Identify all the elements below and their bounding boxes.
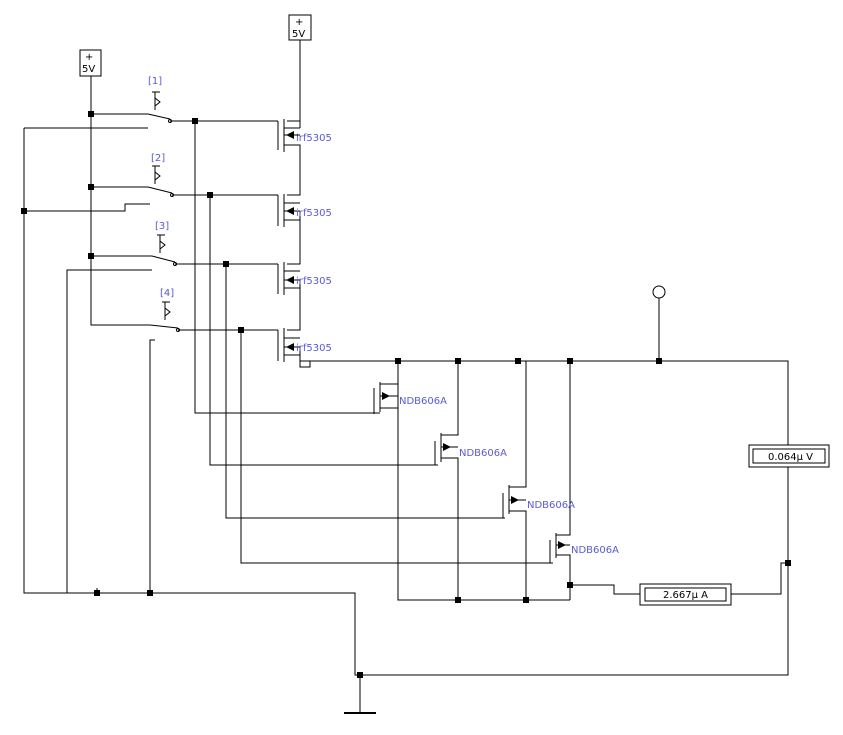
nmos-arrow-icon bbox=[443, 443, 451, 451]
pmos-1-label: irf5305 bbox=[296, 133, 332, 144]
switch-4-label: [4] bbox=[160, 288, 174, 299]
dc-source-top: + 5V bbox=[288, 14, 312, 41]
switch-1[interactable] bbox=[147, 91, 172, 123]
switch-1-label: [1] bbox=[148, 76, 162, 87]
pmos-4-label: irf5305 bbox=[296, 343, 332, 354]
ammeter[interactable]: 2.667μ A bbox=[639, 583, 732, 606]
nmos-arrow-icon bbox=[511, 496, 519, 504]
switch-3-label: [3] bbox=[155, 221, 169, 232]
pmos-arrow-icon bbox=[286, 276, 294, 284]
switch-3[interactable] bbox=[151, 234, 177, 266]
pmos-arrow-icon bbox=[286, 343, 294, 351]
pmos-arrow-icon bbox=[286, 207, 294, 215]
nmos-2-label: NDB606A bbox=[459, 448, 507, 459]
ammeter-reading: 2.667μ A bbox=[663, 590, 708, 601]
nmos-3-label: NDB606A bbox=[527, 500, 575, 511]
source-plus-sign: + bbox=[85, 52, 93, 63]
pmos-transistor-3 bbox=[277, 262, 300, 295]
voltmeter-reading: 0.064μ V bbox=[768, 452, 813, 463]
switch-4[interactable] bbox=[149, 301, 180, 332]
nmos-arrow-icon bbox=[382, 392, 390, 400]
source-plus-sign: + bbox=[295, 17, 303, 28]
voltmeter[interactable]: 0.064μ V bbox=[748, 444, 830, 468]
junctions bbox=[21, 111, 791, 678]
switch-2-label: [2] bbox=[151, 153, 165, 164]
pmos-3-label: irf5305 bbox=[296, 276, 332, 287]
probe-terminal-icon[interactable] bbox=[652, 285, 666, 299]
nmos-arrow-icon bbox=[558, 541, 566, 549]
nmos-1-label: NDB606A bbox=[399, 396, 447, 407]
switch-2[interactable] bbox=[147, 165, 174, 197]
wires bbox=[23, 40, 789, 712]
pmos-arrow-icon bbox=[286, 131, 294, 139]
source-voltage-label: 5V bbox=[292, 29, 305, 40]
dc-source-left: + 5V bbox=[79, 49, 102, 77]
source-voltage-label: 5V bbox=[82, 64, 95, 75]
nmos-4-label: NDB606A bbox=[571, 545, 619, 556]
pmos-2-label: irf5305 bbox=[296, 208, 332, 219]
